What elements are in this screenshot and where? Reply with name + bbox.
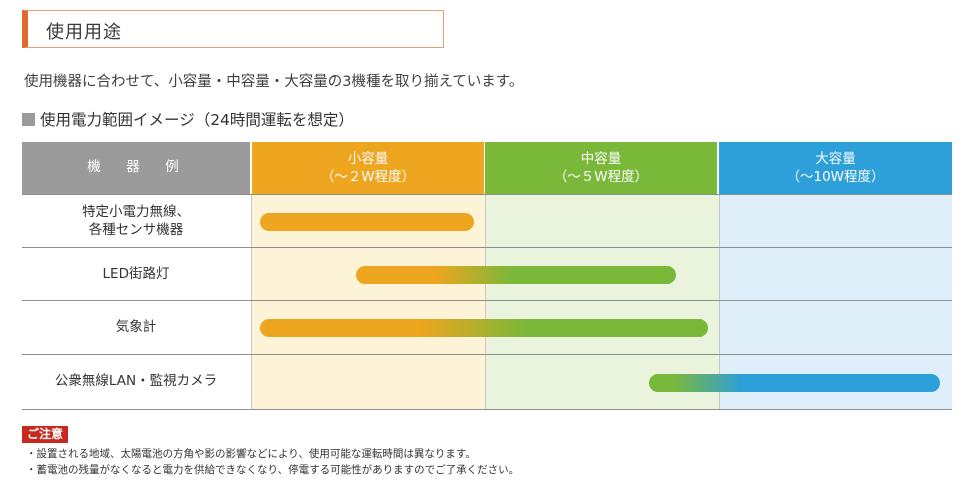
row-divider [22, 409, 952, 410]
section-title: 使用用途 [46, 22, 122, 43]
row-label-sensor: 特定小電力無線、 各種センサ機器 [22, 203, 250, 239]
row-divider [22, 194, 952, 195]
range-bar-sensor [260, 213, 474, 231]
section-title-box: 使用用途 [22, 10, 444, 48]
column-divider [485, 195, 486, 410]
range-bar-wlan-camera [649, 374, 940, 392]
header-large-name: 大容量 [815, 151, 856, 167]
column-divider [251, 195, 252, 410]
square-bullet-icon [22, 113, 35, 126]
column-divider [719, 195, 720, 410]
header-small-capacity: 小容量 （～２W程度） [252, 142, 484, 194]
header-small-range: （～２W程度） [320, 169, 416, 185]
range-bar-led [356, 266, 676, 284]
usage-range-table: 機 器 例 小容量 （～２W程度） 中容量 （～５W程度） 大容量 （～10W程… [22, 142, 952, 410]
caution-note: ・蓄電池の残量がなくなると電力を供給できなくなり、停電する可能性がありますのでご… [26, 464, 520, 476]
row-label-weather: 気象計 [115, 319, 157, 335]
caution-note: ・設置される地域、太陽電池の方角や影の影響などにより、使用可能な運転時間は異なり… [26, 448, 476, 460]
row-divider [22, 300, 952, 301]
row-label-wlan-camera: 公衆無線LAN・監視カメラ [54, 373, 218, 389]
header-medium-range: （～５W程度） [553, 169, 649, 185]
intro-text: 使用機器に合わせて、小容量・中容量・大容量の3機種を取り揃えています。 [24, 74, 524, 90]
chart-heading-text: 使用電力範囲イメージ（24時間運転を想定） [40, 111, 354, 129]
row-divider [22, 247, 952, 248]
header-medium-name: 中容量 [580, 151, 622, 167]
column-device [22, 195, 250, 410]
header-large-range: （～10W程度） [786, 169, 885, 185]
header-small-name: 小容量 [347, 151, 389, 167]
row-label-line: 特定小電力無線、 [82, 204, 190, 220]
row-label-line: 各種センサ機器 [88, 222, 184, 238]
range-bar-weather [260, 319, 708, 337]
caution-tag: ご注意 [22, 426, 69, 443]
header-medium-capacity: 中容量 （～５W程度） [485, 142, 717, 194]
header-large-capacity: 大容量 （～10W程度） [719, 142, 952, 194]
header-device-examples: 機 器 例 [22, 142, 250, 194]
row-divider [22, 354, 952, 355]
chart-heading: 使用電力範囲イメージ（24時間運転を想定） [22, 108, 354, 130]
row-label-led: LED街路灯 [102, 266, 170, 282]
